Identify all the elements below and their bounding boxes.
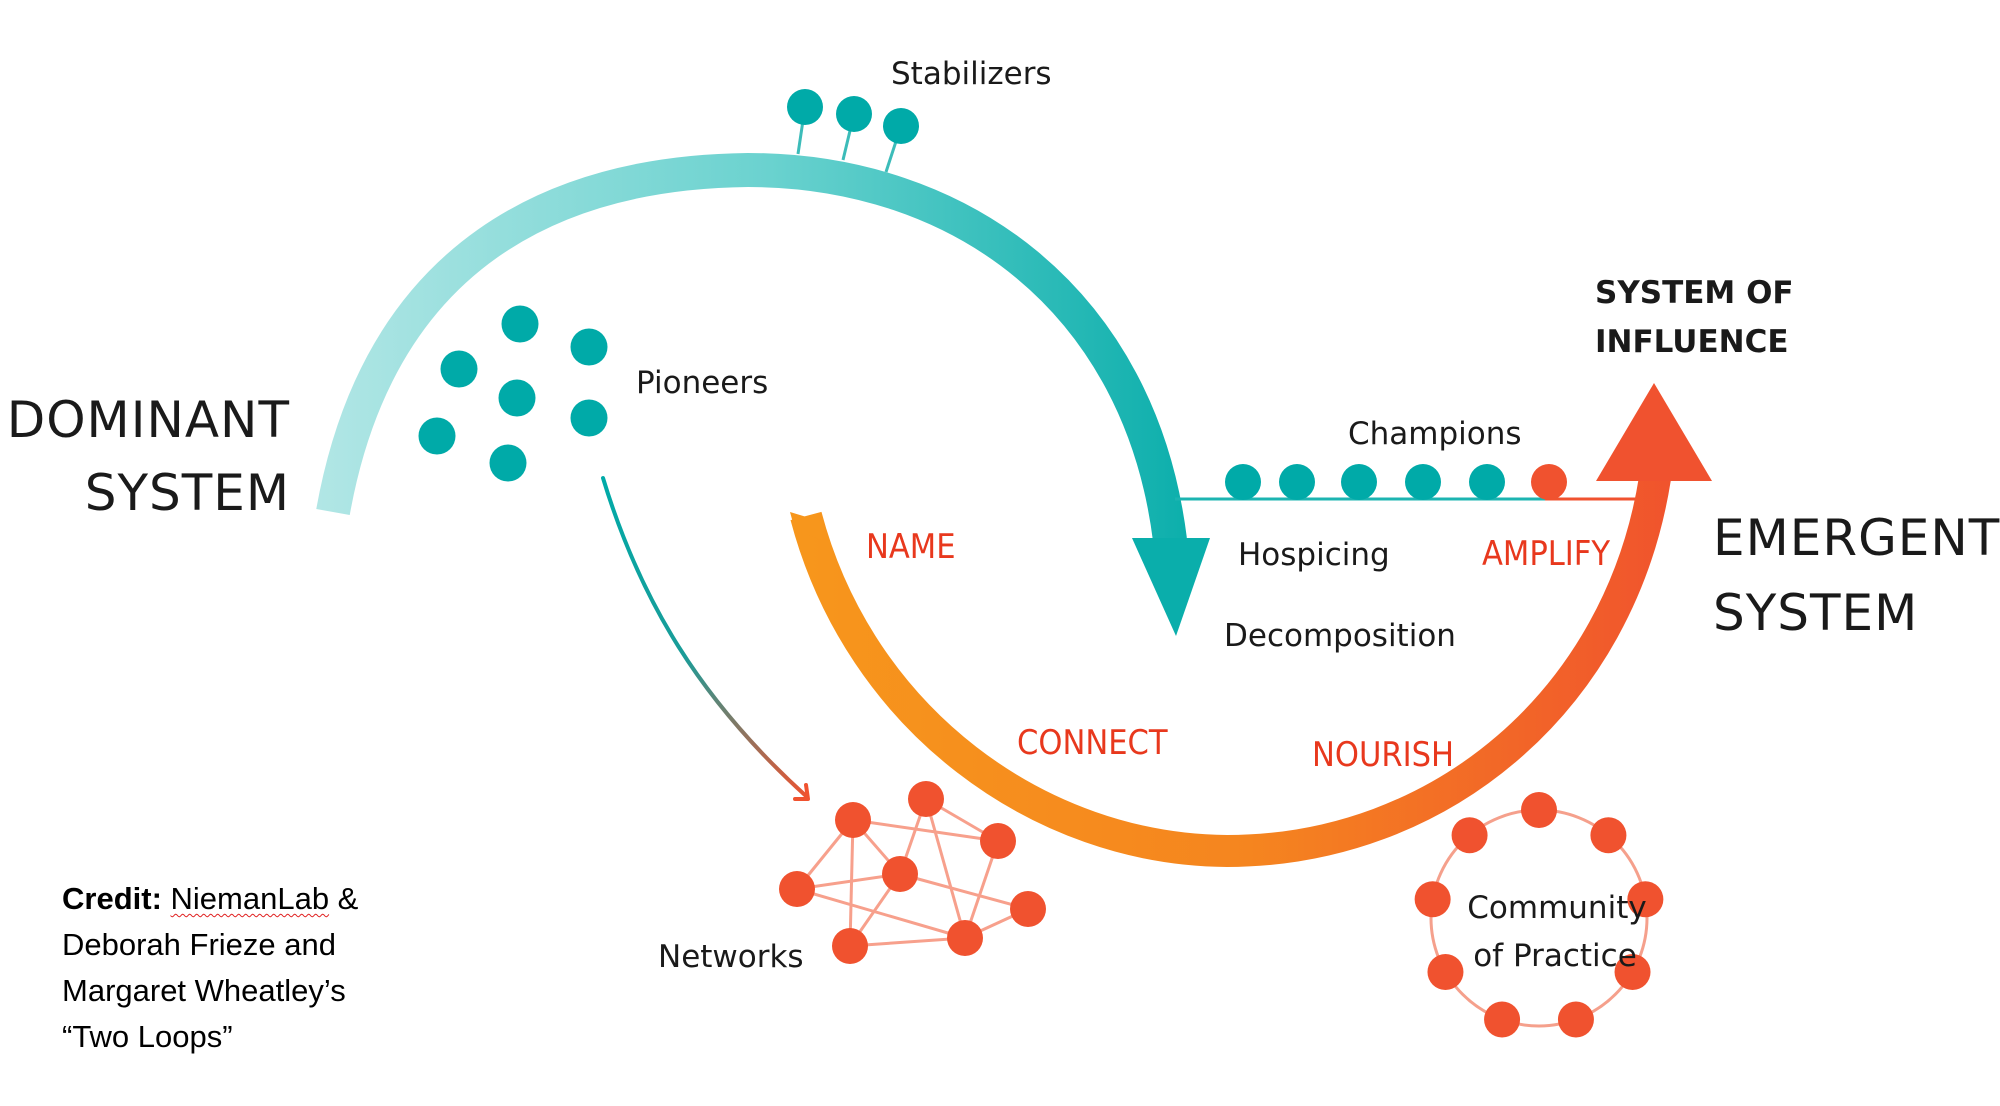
network-edge <box>924 798 967 939</box>
community-node <box>1590 817 1627 854</box>
champion-node <box>1469 464 1505 500</box>
community-label-line1: Community <box>1467 890 1646 926</box>
system-of-influence-line2: INFLUENCE <box>1595 324 1789 360</box>
dominant-system-label-line2: SYSTEM <box>85 464 290 522</box>
pioneer-node <box>489 444 527 482</box>
emergent-system-label-line2: SYSTEM <box>1713 584 1918 642</box>
network-edge <box>852 818 999 843</box>
community-node <box>1427 954 1464 990</box>
pioneer-node <box>418 417 456 455</box>
pioneers-arrowhead <box>793 783 810 801</box>
emergent-loop-arc <box>790 475 1671 868</box>
network-node <box>908 781 944 817</box>
champion-node <box>1225 464 1261 500</box>
action-amplify: AMPLIFY <box>1482 534 1610 574</box>
network-node <box>1010 891 1046 927</box>
champion-node <box>1341 464 1377 500</box>
community-group <box>1414 792 1664 1038</box>
credit-line-4: “Two Loops” <box>62 1019 233 1054</box>
pioneer-node <box>501 305 539 343</box>
credit-label: Credit: <box>62 881 162 916</box>
community-node <box>1451 817 1488 854</box>
network-node <box>980 823 1016 859</box>
pioneer-node <box>498 379 536 417</box>
community-node <box>1484 1001 1521 1038</box>
network-edge <box>796 887 966 940</box>
stabilizers-group <box>787 89 919 173</box>
stabilizer-node <box>787 89 823 125</box>
dominant-loop-arc <box>316 152 1187 543</box>
networks-group <box>779 781 1046 964</box>
stabilizer-node <box>883 108 919 144</box>
network-node <box>835 802 871 838</box>
stabilizer-node <box>836 96 872 132</box>
network-node <box>779 871 815 907</box>
champion-node-emergent <box>1531 464 1567 500</box>
network-edge <box>899 872 1029 911</box>
community-node <box>1557 1001 1594 1038</box>
credit-line-1: Credit: NiemanLab & <box>62 876 358 922</box>
network-node <box>882 856 918 892</box>
decomposition-label: Decomposition <box>1224 618 1456 654</box>
community-node <box>1614 954 1651 990</box>
networks-label: Networks <box>658 939 804 975</box>
emergent-loop-start-cap <box>790 512 823 540</box>
credit-line-2: Deborah Frieze and <box>62 927 336 962</box>
network-edge <box>849 936 966 948</box>
network-node <box>947 920 983 956</box>
pioneer-node <box>440 350 478 388</box>
champion-node <box>1279 464 1315 500</box>
pioneers-label: Pioneers <box>636 365 768 401</box>
emergent-loop-arrowhead <box>1596 383 1712 481</box>
community-node <box>1627 881 1664 918</box>
credit-ampersand: & <box>329 881 359 916</box>
community-label-line2: of Practice <box>1473 938 1637 974</box>
credit-block: Credit: NiemanLab & Deborah Frieze and M… <box>62 876 358 1060</box>
dominant-system-label-line1: DOMINANT <box>7 391 290 449</box>
community-node <box>1521 792 1557 828</box>
champions-group <box>1225 464 1567 500</box>
pioneer-node <box>570 399 608 437</box>
pioneers-group <box>418 305 608 482</box>
champions-label: Champions <box>1348 416 1522 452</box>
network-node <box>832 928 868 964</box>
action-nourish: NOURISH <box>1312 735 1454 775</box>
emergent-system-label-line1: EMERGENT <box>1713 509 2000 567</box>
action-connect: CONNECT <box>1017 723 1168 763</box>
action-name: NAME <box>866 527 956 567</box>
hospicing-label: Hospicing <box>1238 537 1390 573</box>
network-edge <box>848 819 855 947</box>
dominant-loop-arrowhead <box>1132 538 1210 636</box>
pioneer-node <box>570 328 608 366</box>
credit-source: NiemanLab <box>170 881 330 916</box>
stabilizers-label: Stabilizers <box>891 56 1052 92</box>
system-of-influence-line1: SYSTEM OF <box>1595 275 1794 311</box>
champion-node <box>1405 464 1441 500</box>
pioneers-to-networks-arrow <box>601 476 808 798</box>
credit-line-3: Margaret Wheatley’s <box>62 973 346 1008</box>
community-node <box>1414 881 1451 918</box>
